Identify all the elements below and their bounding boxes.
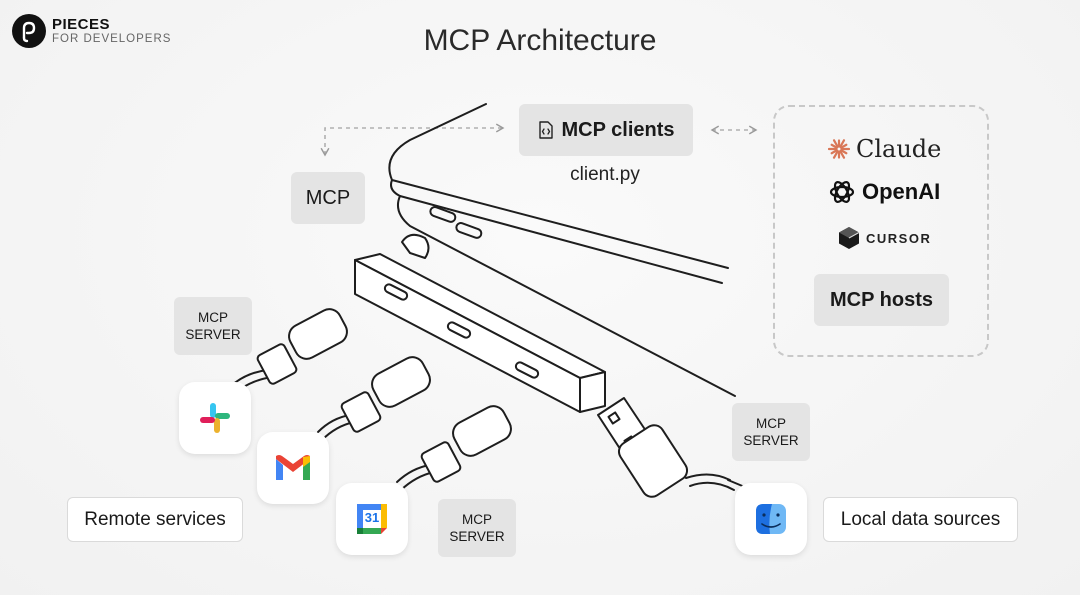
claude-ray: [839, 139, 846, 148]
laptop-outline: [388, 103, 736, 397]
cursor-brand: CURSOR: [838, 226, 931, 250]
claude-sunburst-icon: [828, 138, 850, 160]
mcp-server-chip-local: MCP SERVER: [732, 403, 810, 461]
mcp-server-label: MCP SERVER: [449, 512, 505, 544]
google-calendar-icon: 31: [354, 501, 390, 537]
brand-tagline: FOR DEVELOPERS: [52, 32, 172, 45]
claude-ray: [840, 143, 848, 149]
pieces-logo: PIECES FOR DEVELOPERS: [12, 14, 171, 48]
claude-ray: [830, 149, 838, 155]
finder-app-tile: [735, 483, 807, 555]
mcp-to-clients-connector: [320, 123, 505, 157]
claude-ray: [832, 139, 839, 148]
openai-label: OpenAI: [862, 179, 941, 204]
cursor-cube-icon: [838, 226, 860, 250]
openai-knot-icon: [828, 178, 856, 206]
page-title: MCP Architecture: [423, 24, 657, 57]
brand-name: PIECES: [52, 16, 111, 34]
claude-brand: Claude: [828, 135, 941, 163]
claude-ray: [839, 150, 846, 159]
mcp-server-chip-calendar: MCP SERVER: [438, 499, 516, 557]
claude-ray: [830, 143, 838, 149]
remote-services-label: Remote services: [67, 497, 243, 542]
google-calendar-app-tile: 31: [336, 483, 408, 555]
gmail-app-tile: [257, 432, 329, 504]
mcp-server-chip-remote: MCP SERVER: [174, 297, 252, 355]
local-data-sources-label: Local data sources: [823, 497, 1018, 542]
local-usb-cable: [597, 397, 753, 498]
mcp-server-label: MCP SERVER: [743, 416, 799, 448]
openai-brand: OpenAI: [828, 178, 940, 206]
mcp-clients-label: MCP clients: [561, 118, 675, 141]
slack-app-tile: [179, 382, 251, 454]
mcp-clients-chip: MCP clients: [519, 104, 693, 156]
mcp-hosts-group: [773, 105, 989, 357]
mcp-hosts-chip: MCP hosts: [814, 274, 949, 326]
claude-ray: [840, 149, 848, 155]
pieces-logo-icon: [12, 14, 46, 48]
client-file-name: client.py: [570, 164, 640, 185]
finder-icon: [753, 501, 789, 537]
mcp-server-label: MCP SERVER: [185, 310, 241, 342]
claude-label: Claude: [856, 135, 942, 163]
usb-hub: [354, 233, 606, 413]
gmail-icon: [274, 453, 312, 483]
slack-icon: [197, 400, 233, 436]
cursor-label: CURSOR: [866, 230, 932, 246]
calendar-day-number: 31: [364, 510, 380, 525]
code-file-icon: [538, 121, 554, 139]
mcp-chip: MCP: [291, 172, 365, 224]
claude-ray: [832, 150, 839, 159]
